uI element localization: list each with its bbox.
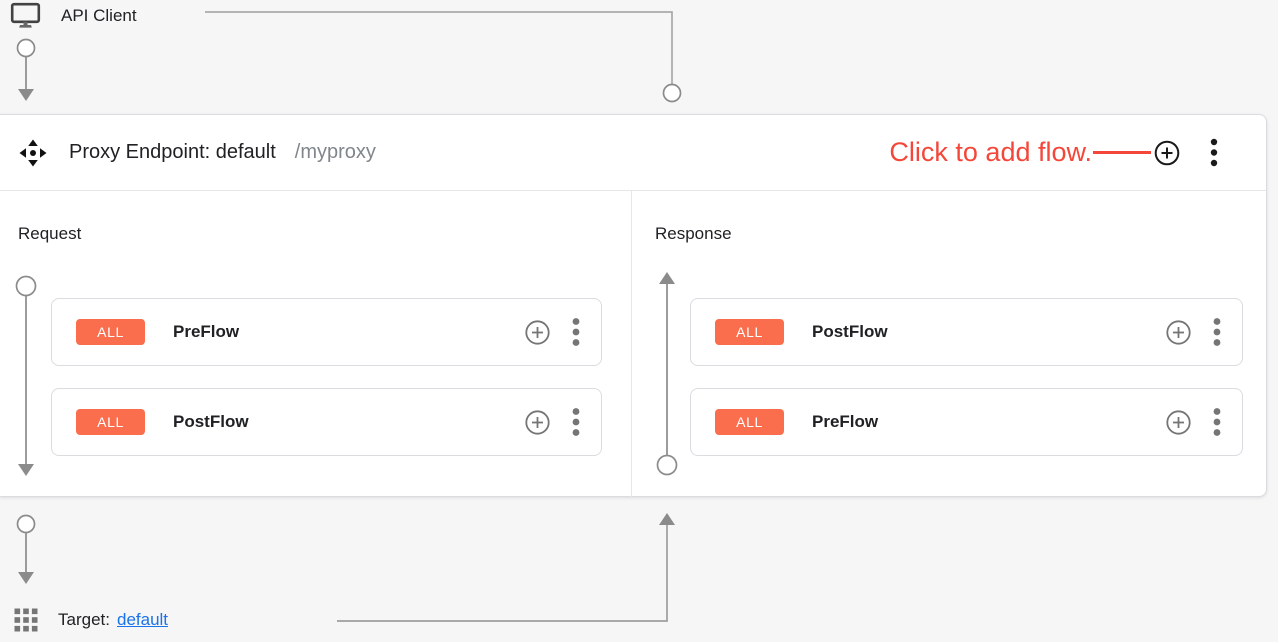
target-endpoint: Target: default bbox=[14, 608, 168, 632]
proxy-endpoint-title: Proxy Endpoint: default bbox=[69, 141, 276, 163]
plus-circle-icon bbox=[524, 319, 550, 345]
connector-circle bbox=[16, 514, 36, 534]
endpoint-menu-button[interactable] bbox=[1206, 136, 1222, 170]
panels-divider bbox=[631, 191, 632, 497]
flow-name: PreFlow bbox=[812, 412, 879, 431]
proxy-endpoint-path: /myproxy bbox=[294, 141, 376, 163]
flow-card-request-postflow[interactable]: ALL PostFlow bbox=[51, 388, 602, 456]
plus-circle-icon bbox=[1165, 409, 1191, 435]
flow-card-request-preflow[interactable]: ALL PreFlow bbox=[51, 298, 602, 366]
plus-circle-icon bbox=[524, 409, 550, 435]
kebab-vertical-icon bbox=[572, 318, 580, 346]
target-return-connector bbox=[337, 513, 675, 622]
proxy-to-target-connector bbox=[16, 514, 36, 584]
add-flow-button[interactable] bbox=[1152, 138, 1182, 168]
add-policy-button[interactable] bbox=[523, 318, 551, 346]
annotation-pointer-line bbox=[1093, 151, 1151, 154]
plus-circle-icon bbox=[1165, 319, 1191, 345]
flow-name: PostFlow bbox=[173, 412, 249, 431]
monitor-icon bbox=[10, 2, 41, 29]
flow-panels: Request Response ALL PreFlow ALL bbox=[0, 191, 1266, 497]
add-policy-button[interactable] bbox=[523, 408, 551, 436]
connector-circle bbox=[16, 38, 36, 58]
move-arrows-icon bbox=[18, 138, 48, 168]
flow-card-response-postflow[interactable]: ALL PostFlow bbox=[690, 298, 1243, 366]
condition-badge: ALL bbox=[76, 319, 145, 345]
client-to-proxy-connector bbox=[205, 11, 682, 103]
request-panel-label: Request bbox=[18, 224, 82, 243]
apps-grid-icon bbox=[14, 608, 38, 632]
arrow-up-icon bbox=[659, 513, 675, 525]
kebab-vertical-icon bbox=[1210, 138, 1218, 166]
condition-badge: ALL bbox=[715, 319, 784, 345]
condition-badge: ALL bbox=[715, 409, 784, 435]
arrow-down-icon bbox=[18, 89, 34, 101]
kebab-vertical-icon bbox=[1213, 408, 1221, 436]
flow-menu-button[interactable] bbox=[569, 406, 583, 438]
add-flow-annotation: Click to add flow. bbox=[889, 137, 1092, 167]
arrow-down-icon bbox=[18, 572, 34, 584]
flow-menu-button[interactable] bbox=[1210, 316, 1224, 348]
add-policy-button[interactable] bbox=[1164, 408, 1192, 436]
flow-name: PreFlow bbox=[173, 322, 240, 341]
flow-name: PostFlow bbox=[812, 322, 888, 341]
connector-circle bbox=[662, 83, 682, 103]
flow-menu-button[interactable] bbox=[569, 316, 583, 348]
api-client: API Client bbox=[10, 2, 137, 29]
proxy-endpoint-card: Proxy Endpoint: default /myproxy Click t… bbox=[0, 114, 1267, 497]
condition-badge: ALL bbox=[76, 409, 145, 435]
target-label: Target: bbox=[58, 610, 110, 629]
kebab-vertical-icon bbox=[572, 408, 580, 436]
target-link[interactable]: default bbox=[116, 610, 169, 629]
add-policy-button[interactable] bbox=[1164, 318, 1192, 346]
flow-menu-button[interactable] bbox=[1210, 406, 1224, 438]
plus-circle-icon bbox=[1154, 140, 1180, 165]
client-request-connector bbox=[16, 38, 36, 101]
response-panel-label: Response bbox=[655, 224, 732, 243]
proxy-endpoint-header: Proxy Endpoint: default /myproxy Click t… bbox=[0, 115, 1266, 191]
flow-card-response-preflow[interactable]: ALL PreFlow bbox=[690, 388, 1243, 456]
api-client-label: API Client bbox=[61, 5, 137, 25]
kebab-vertical-icon bbox=[1213, 318, 1221, 346]
